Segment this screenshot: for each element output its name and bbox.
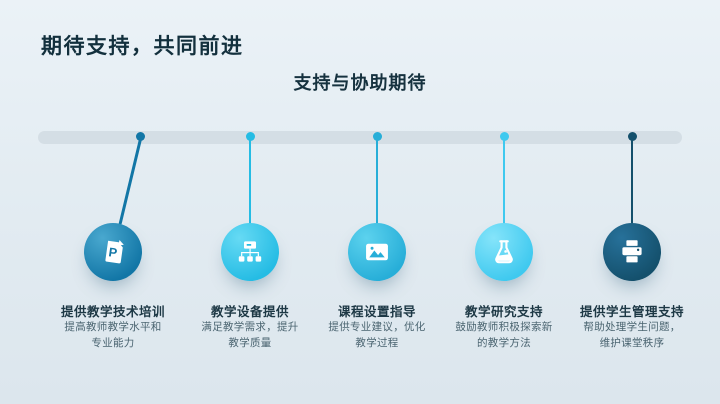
connector-line [502, 140, 506, 226]
item-title: 提供教学技术培训 [60, 305, 165, 319]
svg-text:P: P [108, 245, 119, 260]
icon-circle [221, 223, 279, 281]
timeline-item: 提供学生管理支持 帮助处理学生问题， 维护课堂秩序 [557, 0, 707, 404]
item-title: 教学研究支持 [464, 305, 543, 319]
desc-line: 教学过程 [355, 336, 399, 349]
desc-line: 鼓励教师积极探索新 [455, 321, 553, 333]
icon-circle [603, 223, 661, 281]
desc-line: 专业能力 [91, 336, 135, 349]
item-title: 教学设备提供 [210, 305, 289, 319]
icon-circle: P [84, 223, 142, 281]
desc-line: 教学质量 [228, 336, 272, 349]
timeline-node-dot [245, 132, 255, 141]
icon-circle [475, 223, 533, 281]
timeline-node-dot [499, 132, 509, 141]
connector-line [375, 140, 379, 226]
device-hierarchy-icon [238, 241, 262, 262]
connector-line [118, 138, 142, 225]
page-title: 期待支持，共同前进 [41, 35, 244, 58]
flask-icon [495, 240, 513, 264]
section-subtitle: 支持与协助期待 [293, 73, 427, 93]
desc-line: 提高教师教学水平和 [64, 321, 162, 333]
timeline-bar [38, 131, 682, 144]
item-description: 提高教师教学水平和 专业能力 [38, 320, 188, 351]
item-title: 课程设置指导 [337, 305, 416, 319]
item-description: 提供专业建议，优化 教学过程 [302, 320, 452, 351]
connector-line [630, 140, 634, 226]
item-description: 鼓励教师积极探索新 的教学方法 [429, 320, 579, 351]
desc-line: 提供专业建议，优化 [328, 321, 426, 333]
desc-line: 的教学方法 [477, 336, 531, 349]
item-title: 提供学生管理支持 [579, 305, 684, 319]
connector-line [248, 140, 252, 226]
desc-line: 满足教学需求，提升 [201, 321, 299, 333]
timeline-item: 教学研究支持 鼓励教师积极探索新 的教学方法 [429, 0, 579, 404]
printer-icon [622, 240, 642, 263]
icon-circle [348, 223, 406, 281]
timeline-node-dot [135, 132, 145, 141]
image-icon [366, 243, 388, 261]
ppt-file-icon: P [105, 239, 124, 264]
desc-line: 维护课堂秩序 [599, 336, 665, 349]
timeline-item: P 提供教学技术培训 提高教师教学水平和 专业能力 [38, 0, 188, 404]
desc-line: 帮助处理学生问题， [583, 321, 681, 333]
timeline-node-dot [372, 132, 382, 141]
timeline-item: 教学设备提供 满足教学需求，提升 教学质量 [175, 0, 325, 404]
timeline-node-dot [627, 132, 637, 141]
item-description: 满足教学需求，提升 教学质量 [175, 320, 325, 351]
item-description: 帮助处理学生问题， 维护课堂秩序 [557, 320, 707, 351]
timeline-item: 课程设置指导 提供专业建议，优化 教学过程 [302, 0, 452, 404]
